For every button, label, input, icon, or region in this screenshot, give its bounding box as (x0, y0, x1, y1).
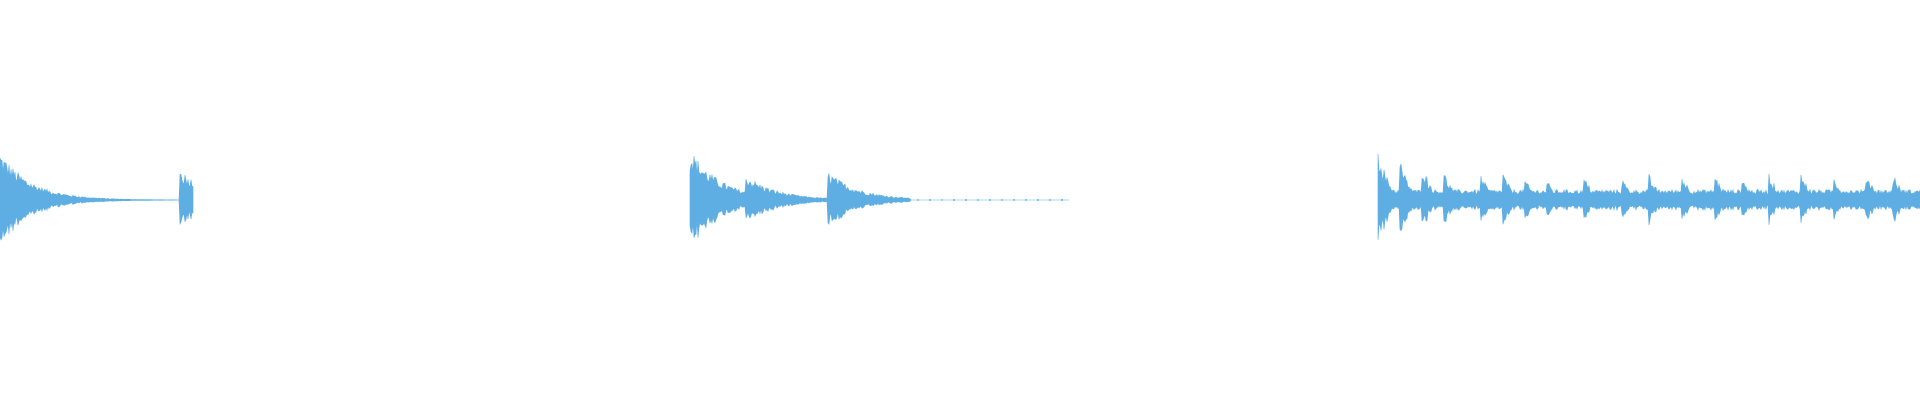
waveform-clip-2[interactable] (689, 156, 1069, 238)
waveform-shape (1377, 153, 1920, 240)
waveform-clip-3[interactable] (1377, 153, 1920, 240)
waveform-shape (0, 157, 194, 241)
waveform-clip-1[interactable] (0, 157, 194, 241)
waveform-shape (689, 156, 1069, 238)
